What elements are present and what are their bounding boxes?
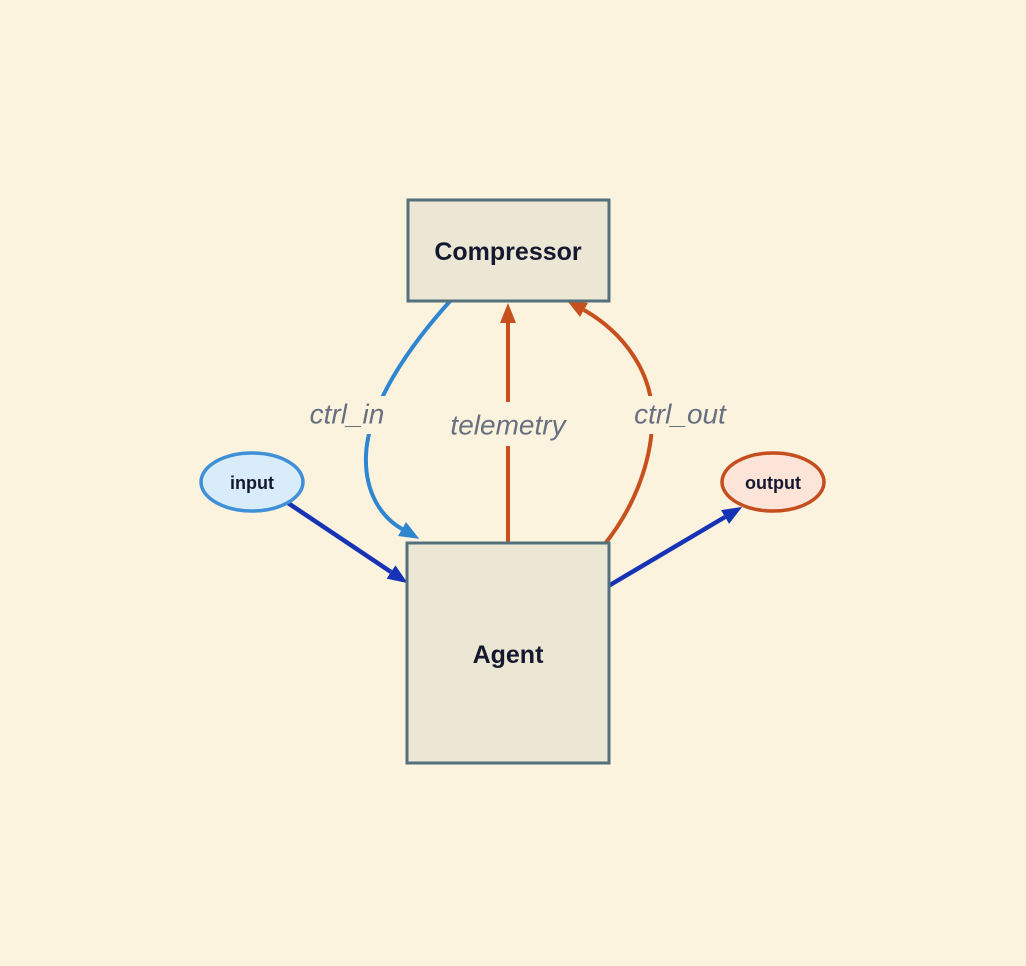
input-ellipse [199,451,305,513]
ctrl-out-label-backdrop [624,396,736,434]
edge-label-ctrl-out: ctrl_out [634,399,727,430]
edge-ctrl-in [363,297,454,539]
agent-label: Agent [473,641,545,669]
node-agent: Agent [405,541,611,765]
edge-label-ctrl-in: ctrl_in [310,399,385,430]
node-compressor: Compressor [406,198,611,303]
edge-agent-to-output [603,506,743,590]
agent-box [405,541,611,765]
compressor-label: Compressor [434,238,582,266]
input-label: input [230,473,274,493]
compressor-box [406,198,611,303]
telemetry-label-backdrop [441,402,575,446]
output-label: output [745,473,801,493]
ctrl-in-label-backdrop [299,396,395,434]
output-ellipse [720,451,826,513]
node-input: input [199,451,305,513]
edge-label-telemetry: telemetry [450,410,567,441]
edge-input-to-agent [280,497,408,584]
node-output: output [720,451,826,513]
